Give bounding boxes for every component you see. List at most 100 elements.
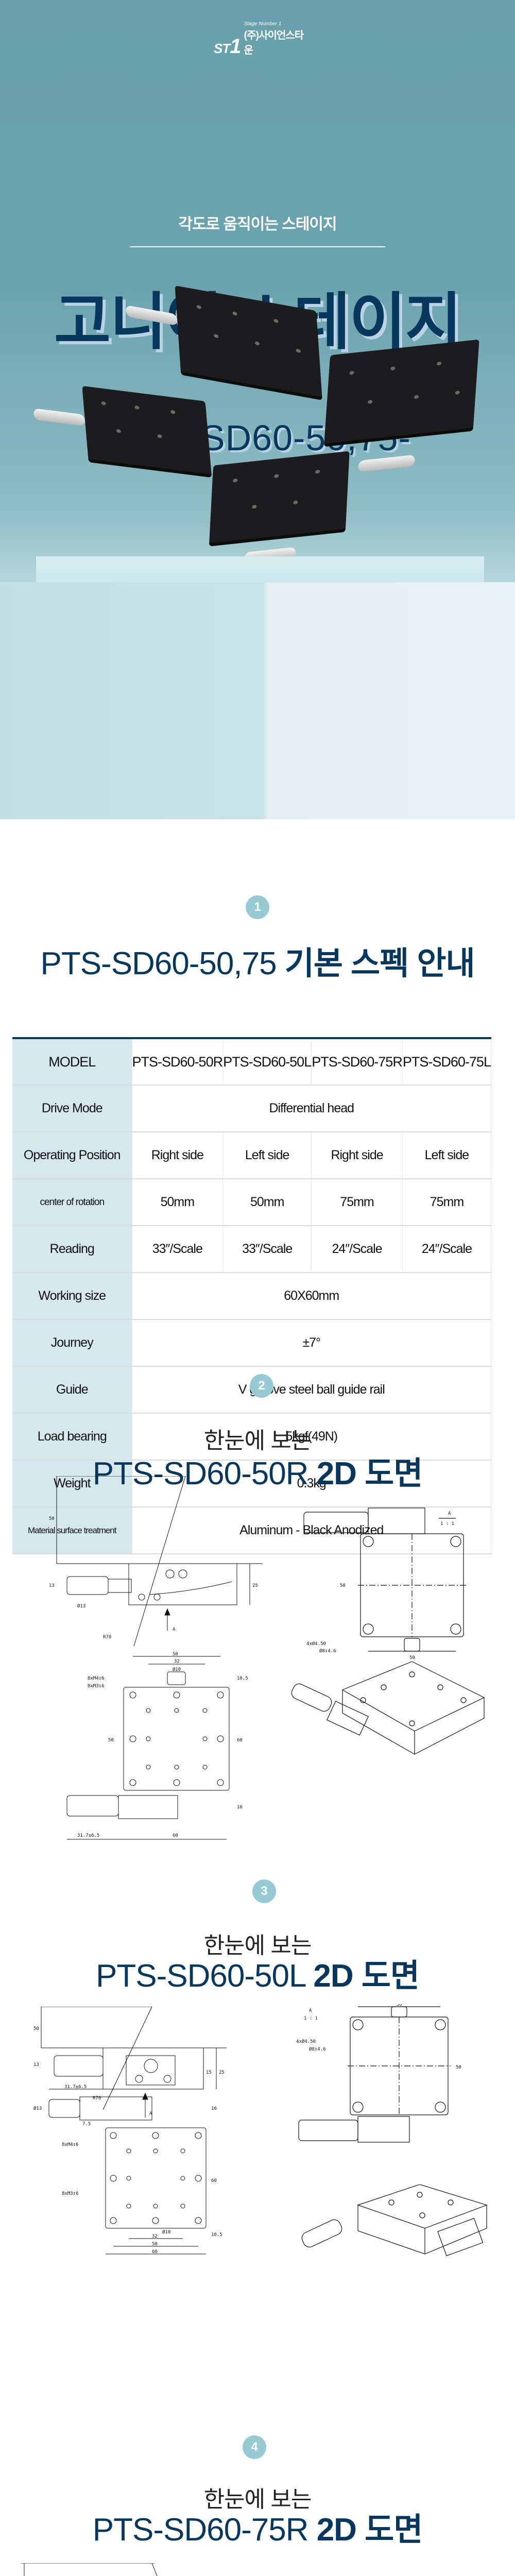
section-subtitle: 한눈에 보는 [203,2487,312,2512]
logo-company-name: (주)사이언스타운 [244,30,304,56]
side-view-svg: 75 13 25 R90 A [21,2563,158,2576]
top-view-svg: 31.7±6.5 Ø13 7.5 8xM4↧6 8xM3↧6 16 60 10.… [33,2084,222,2255]
drawing-isometric-view [296,2184,492,2303]
table-cell: 33″/Scale [132,1226,224,1273]
table-cell: Left side [402,1132,492,1179]
svg-text:Ø8↧4.6: Ø8↧4.6 [319,1648,336,1654]
front-view-svg: 50 50 A 1 : 1 4xØ4.50 Ø8↧4.6 [296,2004,461,2143]
svg-text:Ø10: Ø10 [162,2229,170,2235]
section-number-badge: 4 [243,2435,266,2459]
svg-text:R70: R70 [93,2096,101,2101]
table-cell: 5kgf(49N) [132,1413,491,1461]
drawing-side-view: 75 13 25 R90 A [10,2563,237,2576]
svg-text:50: 50 [456,2065,461,2070]
row-label: center of rotation [12,1179,132,1226]
table-cell: 0.3kg [132,1460,491,1507]
stage-product-image [33,386,212,474]
svg-text:8xM4↧6: 8xM4↧6 [88,1676,105,1681]
side-view-svg: 50 13 25 R70 Ø13 A [49,1476,263,1647]
isometric-view-svg [291,1662,485,1755]
svg-text:8xM3↧6: 8xM3↧6 [88,1684,105,1689]
section-title: PTS-SD60-75R 2D 도면 [92,2512,423,2548]
drawing-top-view: 50 32 Ø10 8xM4↧6 8xM3↧6 50 60 10.5 16 31… [57,1651,263,1847]
svg-text:A: A [309,2008,312,2013]
section-title: PTS-SD60-50,75 기본 스펙 안내 [40,946,475,981]
svg-text:50: 50 [397,2004,402,2007]
table-row: Reading 33″/Scale 33″/Scale 24″/Scale 24… [12,1226,492,1273]
svg-text:31.7±6.5: 31.7±6.5 [64,2084,87,2090]
top-view-svg: 50 32 Ø10 8xM4↧6 8xM3↧6 50 60 10.5 16 31… [66,1652,248,1840]
svg-text:4xØ4.50: 4xØ4.50 [306,1641,326,1647]
column-header: MODEL [12,1038,132,1086]
svg-text:31.7±6.5: 31.7±6.5 [77,1833,99,1838]
hero-subtitle: 각도로 움직이는 스테이지 [178,216,337,233]
column-header: PTS-SD60-75L [402,1038,492,1086]
table-cell: 24″/Scale [311,1226,403,1273]
column-header: PTS-SD60-50R [132,1038,224,1086]
svg-text:50: 50 [108,1738,114,1743]
spec-table: MODEL PTS-SD60-50R PTS-SD60-50L PTS-SD60… [12,1037,492,1554]
drawing-side-view: 50 13 15 25 R70 A [31,2007,247,2161]
svg-text:13: 13 [33,2062,39,2067]
svg-text:10.5: 10.5 [211,2232,222,2238]
table-cell: 50mm [222,1179,312,1226]
micrometer-knob-icon [33,408,86,427]
svg-text:50: 50 [33,2026,39,2031]
drawing-side-view: 50 13 25 R70 Ø13 A [46,1476,263,1651]
table-cell: 75mm [311,1179,403,1226]
table-row: Journey ±7° [12,1319,491,1367]
section-subtitle: 한눈에 보는 [203,1428,312,1453]
table-row: Drive Mode Differential head [12,1085,491,1132]
svg-text:25: 25 [219,2070,225,2075]
drawing-isometric-view [286,1662,492,1785]
hero-divider [130,246,385,247]
company-logo: ST1 Stage Number 1 (주)사이언스타운 [214,21,306,57]
stage-product-image [324,339,479,472]
svg-text:R70: R70 [103,1635,111,1640]
table-cell: 50mm [132,1179,224,1226]
drawing-top-view: 31.7±6.5 Ø13 7.5 8xM4↧6 8xM3↧6 16 60 10.… [31,2084,247,2259]
table-cell: 33″/Scale [222,1226,312,1273]
logo-tagline: Stage Number 1 [244,21,282,27]
column-header: PTS-SD60-75R [311,1038,403,1086]
row-label: Material surface treatment [12,1507,132,1554]
row-label: Drive Mode [12,1085,132,1132]
table-cell: Aluminum - Black Anodized [132,1507,491,1554]
svg-text:60: 60 [152,2249,158,2255]
svg-text:16: 16 [211,2106,217,2111]
table-cell: V groove steel ball guide rail [132,1366,491,1414]
svg-text:13: 13 [49,1583,55,1588]
svg-text:50: 50 [340,1583,346,1588]
svg-text:32: 32 [174,1659,180,1664]
svg-text:60: 60 [237,1738,243,1743]
table-cell: Right side [311,1132,403,1179]
svg-text:50: 50 [173,1652,178,1657]
section-number-badge: 1 [246,895,269,919]
display-pedestal [0,582,515,819]
row-label: Guide [12,1366,132,1414]
section-title: PTS-SD60-50R 2D 도면 [92,1456,423,1492]
front-view-svg: 50 50 A 1 : 1 4xØ4.50 Ø8↧4.6 [303,1507,466,1660]
svg-text:Ø10: Ø10 [173,1667,181,1672]
svg-text:1 : 1: 1 : 1 [304,2016,318,2021]
table-cell: Right side [132,1132,224,1179]
svg-text:Ø8↧4.6: Ø8↧4.6 [309,2046,326,2052]
table-row: Guide V groove steel ball guide rail [12,1366,491,1414]
svg-text:1 : 1: 1 : 1 [440,1521,454,1527]
table-row: Working size 60X60mm [12,1273,491,1320]
section-subtitle: 한눈에 보는 [203,1933,312,1958]
table-cell: ±7° [132,1319,491,1367]
svg-text:A: A [173,1627,176,1632]
row-label: Load bearing [12,1413,132,1461]
micrometer-knob-icon [357,454,416,472]
table-row: Weight 0.3kg [12,1460,491,1507]
svg-text:8xM3↧6: 8xM3↧6 [62,2191,79,2196]
svg-text:32: 32 [152,2234,158,2239]
row-label: Working size [12,1273,132,1320]
section-number-badge: 2 [250,1374,273,1398]
table-header-row: MODEL PTS-SD60-50R PTS-SD60-50L PTS-SD60… [12,1038,492,1086]
table-row: Operating Position Right side Left side … [12,1132,492,1179]
svg-text:10.5: 10.5 [237,1676,248,1681]
svg-text:Ø13: Ø13 [33,2106,42,2111]
